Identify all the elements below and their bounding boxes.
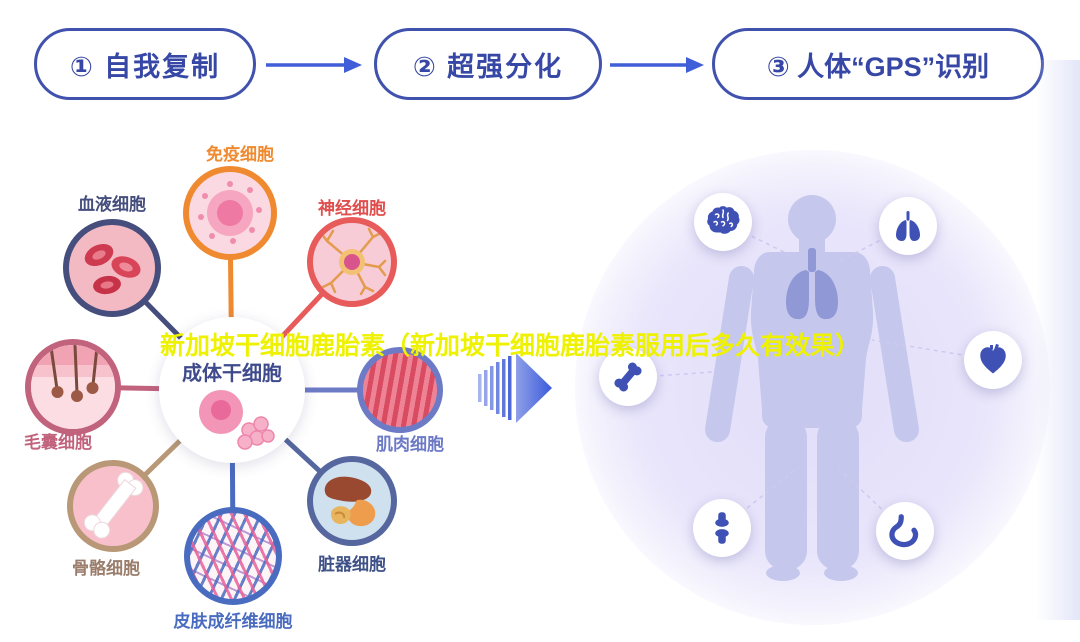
skin-fibroblast-cell-circle <box>184 507 282 605</box>
bone-icon <box>599 348 657 406</box>
adult-stem-cell-label: 成体干细胞 <box>182 362 282 385</box>
immune-cell-circle <box>183 166 277 260</box>
step-badge-gps-recognition: ③ 人体“GPS”识别 <box>712 28 1044 100</box>
flow-arrow-icon <box>478 353 552 428</box>
organ-illustration <box>324 476 376 527</box>
hair-follicle-cell-circle <box>25 339 121 435</box>
immune-cell-illustration <box>198 181 262 244</box>
bone-illustration <box>83 471 144 539</box>
stomach-icon <box>876 502 934 560</box>
blood-cell-label: 血液细胞 <box>78 195 146 214</box>
organ-cell-circle <box>307 456 397 546</box>
step-badge-differentiation: ② 超强分化 <box>374 28 602 100</box>
blood-cell-illustration <box>84 243 141 295</box>
blood-cell-circle <box>63 219 161 317</box>
page-title: 新加坡干细胞鹿胎素（新加坡干细胞鹿胎素服用后多久有效果） <box>160 332 861 360</box>
hair-follicle-illustration <box>31 345 115 429</box>
nerve-cell-illustration <box>319 227 387 296</box>
muscle-cell-label: 肌肉细胞 <box>376 435 444 454</box>
immune-cell-label: 免疫细胞 <box>206 145 274 164</box>
edge-glow <box>1036 60 1080 620</box>
step-arrow-icon <box>264 50 364 85</box>
bone-cell-circle <box>67 460 159 552</box>
bone-cell-label: 骨骼细胞 <box>72 559 140 578</box>
icon-connector-dashes <box>627 221 994 532</box>
lungs-icon <box>879 197 937 255</box>
lungs-silhouette <box>786 248 838 320</box>
brain-icon <box>694 193 752 251</box>
organ-cell-label: 脏器细胞 <box>318 555 386 574</box>
human-body-silhouette <box>705 195 919 581</box>
stem-cell-cluster-diagram: 成体干细胞 <box>10 130 480 642</box>
nerve-cell-label: 神经细胞 <box>318 199 386 218</box>
stem-cell-illustration <box>199 389 275 450</box>
adult-stem-cell-center: 成体干细胞 <box>159 317 305 463</box>
step-arrow-icon <box>608 50 706 85</box>
step-badge-self-replication: ① 自我复制 <box>34 28 256 100</box>
heart-icon <box>964 331 1022 389</box>
muscle-cell-circle <box>357 347 443 433</box>
skin-fibroblast-cell-label: 皮肤成纤维细胞 <box>173 612 293 631</box>
nerve-cell-circle <box>307 217 397 307</box>
knee-joint-icon <box>693 499 751 557</box>
hair-follicle-cell-label: 毛囊细胞 <box>24 433 92 452</box>
